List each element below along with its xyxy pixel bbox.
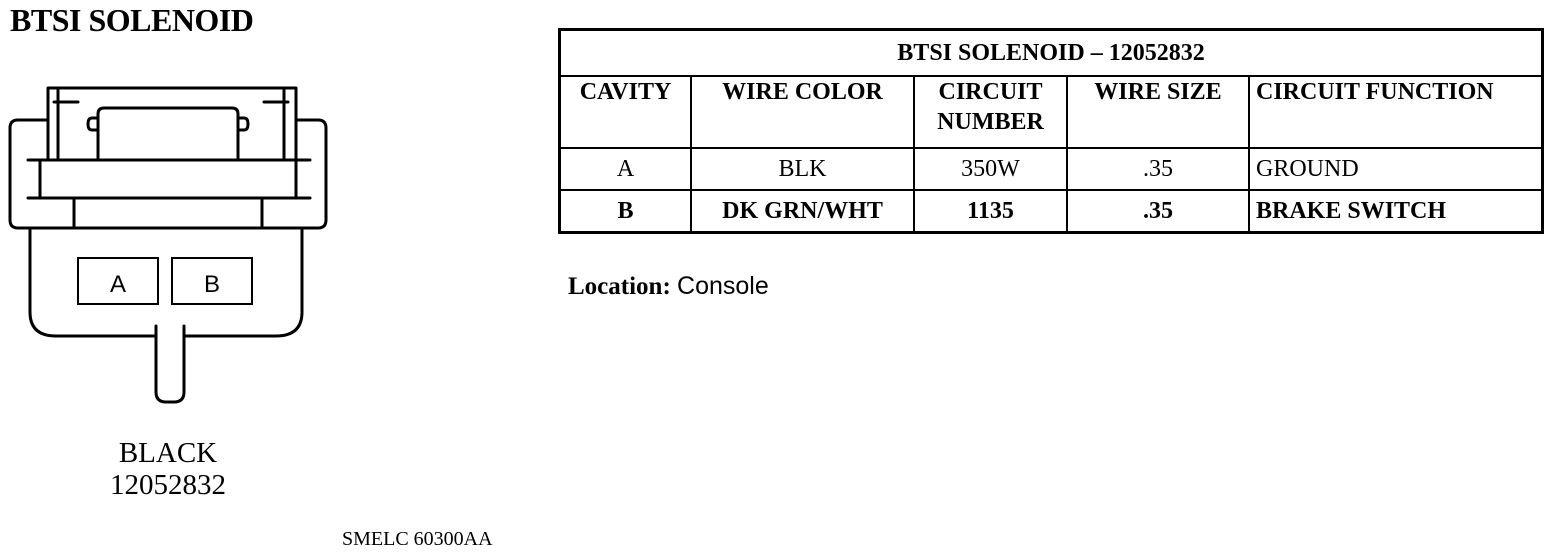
connector-part-number: 12052832 <box>110 469 226 501</box>
cell-cavity: A <box>558 147 692 191</box>
location-value: Console <box>677 272 769 300</box>
table-row: A BLK 350W .35 GROUND <box>558 147 1544 191</box>
table-header-row: CAVITY WIRE COLOR CIRCUIT NUMBER WIRE SI… <box>558 75 1544 149</box>
cavity-label-b: B <box>204 271 220 298</box>
cell-circuit-function: BRAKE SWITCH <box>1248 189 1544 234</box>
connector-drawing: A B <box>8 86 328 404</box>
cell-circuit-number: 350W <box>913 147 1068 191</box>
connector-housing-outline <box>8 118 328 230</box>
connector-color: BLACK <box>118 437 218 469</box>
cell-wire-size: .35 <box>1066 189 1250 234</box>
header-wire-color: WIRE COLOR <box>690 75 915 149</box>
header-cavity: CAVITY <box>558 75 692 149</box>
header-wire-size: WIRE SIZE <box>1066 75 1250 149</box>
cell-circuit-function: GROUND <box>1248 147 1544 191</box>
header-circuit-function: CIRCUIT FUNCTION <box>1248 75 1544 149</box>
connector-tail <box>154 324 186 404</box>
connector-latch <box>46 86 298 162</box>
cell-cavity: B <box>558 189 692 234</box>
cell-wire-color: DK GRN/WHT <box>690 189 915 234</box>
pinout-table: BTSI SOLENOID – 12052832 CAVITY WIRE COL… <box>558 28 1544 234</box>
figure-code: SMELC 60300AA <box>342 528 493 550</box>
cavity-box-b <box>171 257 253 305</box>
cavity-label-a: A <box>110 271 126 298</box>
header-circuit-number: CIRCUIT NUMBER <box>913 75 1068 149</box>
table-caption-row: BTSI SOLENOID – 12052832 <box>558 28 1544 77</box>
location-note: Location: Console <box>568 272 769 301</box>
cell-wire-size: .35 <box>1066 147 1250 191</box>
table-caption: BTSI SOLENOID – 12052832 <box>558 28 1544 77</box>
cell-wire-color: BLK <box>690 147 915 191</box>
table-row: B DK GRN/WHT 1135 .35 BRAKE SWITCH <box>558 189 1544 234</box>
cavity-box-a <box>77 257 159 305</box>
diagram-title: BTSI SOLENOID <box>10 2 254 38</box>
connector-body <box>28 226 304 338</box>
cell-circuit-number: 1135 <box>913 189 1068 234</box>
location-label: Location: <box>568 273 671 300</box>
